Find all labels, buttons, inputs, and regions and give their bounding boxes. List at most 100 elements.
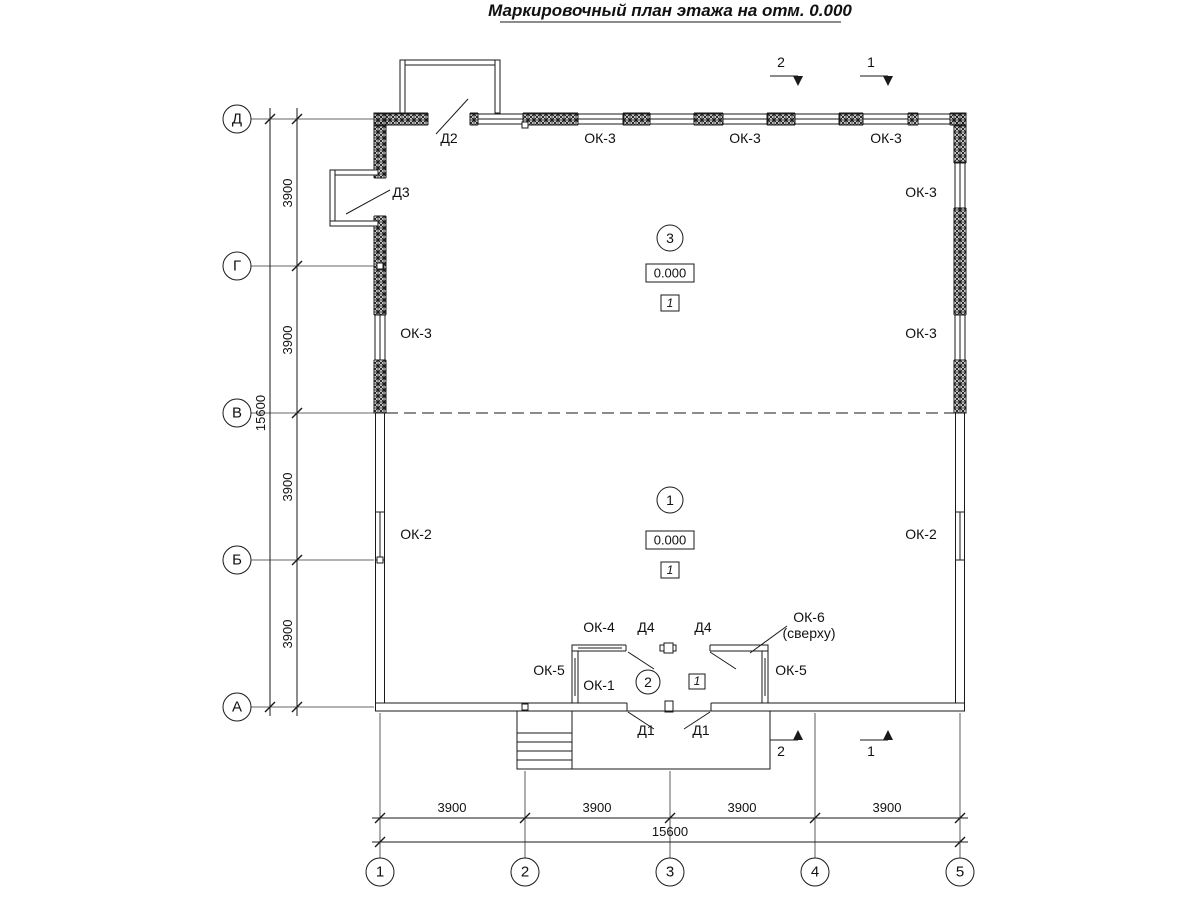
window-mark-ok3: ОК-3 [905,184,937,200]
dim-span-label: 3900 [280,620,295,649]
axis-row-label: В [232,405,242,422]
row-axis-lines [251,118,374,708]
window-mark-ok6: ОК-6 [793,609,825,625]
dim-total-label: 15600 [253,395,268,431]
dim-total-label: 15600 [652,824,688,839]
room-number: 1 [666,492,674,508]
right-wall-lower [955,412,965,712]
finish-box [660,561,680,579]
axis-row-label: Б [232,552,242,569]
section-marks-bottom: 2 1 [770,730,893,759]
room-marker-3: 3 0.000 1 [645,224,695,312]
window-mark-ok3: ОК-3 [905,325,937,341]
finish-box [688,673,706,690]
vestibule-left [329,169,391,227]
dim-span-label: 3900 [583,800,612,815]
room-number-bubble [656,224,684,252]
door-mullion [664,700,674,713]
axis-bubble [222,104,252,134]
dim-span-label: 3900 [438,800,467,815]
left-dimension-lines: 3900 3900 3900 3900 15600 [253,108,303,716]
window-mark-ok5: ОК-5 [775,662,807,678]
finish-box [660,294,680,312]
section-marks-top: 2 1 [770,54,893,86]
room-number: 3 [666,230,674,246]
dim-span-label: 3900 [873,800,902,815]
door-leaf-d4 [709,651,737,670]
axis-bubble [800,857,830,887]
door-mark-d3: Д3 [392,184,409,200]
door-leaf-d3 [345,189,391,215]
leader-line-ok6 [749,625,788,654]
elevation-box [645,530,695,550]
window-mark-ok2: ОК-2 [905,526,937,542]
door-mark-d4: Д4 [694,619,711,635]
room-marker-2: 2 1 [635,669,706,695]
window-mark-ok4: ОК-4 [583,619,615,635]
col-axis-bubbles: 1 2 3 4 5 [365,857,975,887]
dim-span-label: 3900 [280,326,295,355]
axis-bubble [510,857,540,887]
mark-labels: Д2 Д3 ОК-3 ОК-3 ОК-3 ОК-3 ОК-3 ОК-3 ОК-2… [392,130,937,738]
lower-walls [375,121,965,713]
axis-col-label: 2 [521,864,529,881]
porch [516,710,771,770]
door-leaf-d2 [435,98,469,135]
axis-col-label: 1 [376,864,384,881]
window-mark-ok1: ОК-1 [583,677,615,693]
col-axis-lines [379,713,961,858]
axis-row-label: Д [232,111,242,128]
elevation-value: 0.000 [654,266,687,281]
window-mark-ok3: ОК-3 [870,130,902,146]
axis-bubble [222,251,252,281]
side-wall-openings [373,162,967,361]
section-mark-label: 2 [777,54,785,70]
right-wall-upper [953,112,967,414]
window-mark-ok3: ОК-3 [729,130,761,146]
axis-bubble [655,857,685,887]
door-mark-d1: Д1 [692,722,709,738]
door-leaf-d4 [627,651,655,670]
window-mark-ok2: ОК-2 [400,526,432,542]
row-axis-bubbles: Д Г В Б А [222,104,252,722]
window-mark-ok6-note: (сверху) [782,625,835,641]
window-mark-ok5: ОК-5 [533,662,565,678]
axis-col-label: 3 [666,864,674,881]
bottom-dimension-lines: 3900 3900 3900 3900 15600 [372,800,968,848]
section-mark-label: 1 [867,743,875,759]
room-number-bubble [656,486,684,514]
section-mark-label: 2 [777,743,785,759]
axis-col-label: 4 [811,864,819,881]
section-mark-label: 1 [867,54,875,70]
axis-row-label: Г [233,258,241,275]
axis-bubble [222,545,252,575]
finish-mark: 1 [667,296,674,310]
finish-mark: 1 [667,563,674,577]
dim-span-label: 3900 [280,473,295,502]
room-number-bubble [635,669,661,695]
page-title: Маркировочный план этажа на отм. 0.000 [488,1,852,20]
axis-bubble [222,692,252,722]
finish-mark: 1 [694,674,701,688]
door-leaf-d1 [683,711,711,730]
axis-bubble [945,857,975,887]
top-wall-openings [427,112,951,126]
door-mark-d4: Д4 [637,619,654,635]
axis-row-label: А [232,699,242,716]
door-mullion [663,642,674,654]
dim-span-label: 3900 [728,800,757,815]
axis-bubble [222,398,252,428]
axis-col-label: 5 [956,864,964,881]
title-block: Маркировочный план этажа на отм. 0.000 [488,1,852,23]
vestibule-top [399,59,501,135]
masonry-walls [373,112,967,414]
room-number: 2 [644,674,652,690]
door-leaf-d1 [627,711,655,730]
elevation-box [645,263,695,283]
dim-span-label: 3900 [280,179,295,208]
axis-bubble [365,857,395,887]
tambour-partitions [571,642,769,730]
room-marker-1: 1 0.000 1 [645,486,695,579]
